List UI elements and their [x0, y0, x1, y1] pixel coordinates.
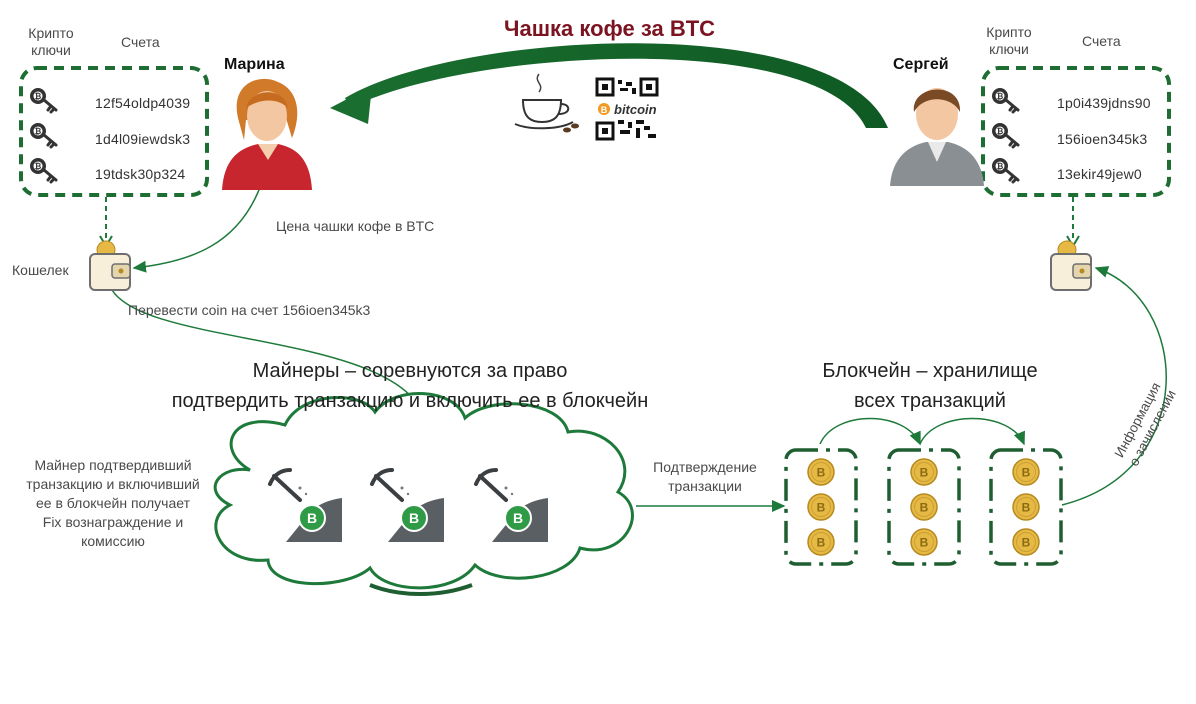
sergey-account-1: 1p0i439jdns90 — [1057, 95, 1151, 111]
miner-icon: B — [474, 468, 548, 542]
price-label: Цена чашки кофе в BTC — [276, 218, 435, 234]
svg-text:₿: ₿ — [35, 162, 42, 171]
marina-key-icon: ₿ — [30, 158, 58, 184]
blockchain-coin-letter: B — [817, 536, 826, 550]
svg-text:B: B — [601, 105, 608, 115]
blockchain-heading-line1: Блокчейн – хранилище — [822, 360, 1038, 382]
wallet-label: Кошелек — [12, 262, 69, 278]
blockchain-coin-icon: B — [807, 493, 835, 521]
svg-text:₿: ₿ — [35, 127, 42, 136]
payment-arrow — [330, 43, 888, 128]
sergey-accounts-box — [981, 66, 1171, 197]
svg-text:₿: ₿ — [997, 92, 1004, 101]
marina-accounts-header: Счета — [121, 34, 160, 50]
blockchain-coin-letter: B — [920, 536, 929, 550]
blockchain-coin-letter: B — [1022, 501, 1031, 515]
sergey-name: Сергей — [893, 56, 949, 73]
blockchain-coin-icon: B — [910, 528, 938, 556]
miners-heading: Майнеры – соревнуются за право подтверди… — [140, 356, 680, 416]
blockchain-coin-letter: B — [1022, 536, 1031, 550]
marina-account-1: 12f54oldp4039 — [95, 95, 191, 111]
coffee-cup-icon — [514, 73, 579, 133]
block-1 — [784, 448, 858, 566]
sergey-key-icon: ₿ — [992, 88, 1020, 114]
marina-accounts-box — [19, 66, 209, 197]
marina-name: Марина — [224, 56, 285, 73]
marina-account-2: 1d4l09iewdsk3 — [95, 131, 191, 147]
svg-text:₿: ₿ — [997, 162, 1004, 171]
sergey-wallet-icon — [1050, 240, 1092, 291]
miner-icon: B — [370, 468, 444, 542]
miner-coin-letter: B — [409, 510, 419, 526]
blockchain-coin-letter: B — [817, 501, 826, 515]
svg-text:₿: ₿ — [35, 92, 42, 101]
blockchain-coin-letter: B — [1022, 466, 1031, 480]
blockchain-coin-letter: B — [920, 501, 929, 515]
blockchain-coin-icon: B — [1012, 528, 1040, 556]
bitcoin-wordmark: bitcoin — [612, 102, 659, 117]
sergey-account-3: 13ekir49jew0 — [1057, 166, 1142, 182]
sergey-key-icon: ₿ — [992, 123, 1020, 149]
marina-avatar — [222, 78, 312, 190]
miner-coin-letter: B — [513, 510, 523, 526]
blockchain-coin-letter: B — [920, 466, 929, 480]
miner-reward-text: Майнер подтвердивший транзакцию и включи… — [26, 457, 200, 549]
marina-key-icon: ₿ — [30, 88, 58, 114]
blockchain-coin-icon: B — [807, 458, 835, 486]
marina-account-3: 19tdsk30p324 — [95, 166, 186, 182]
sergey-key-icons: ₿ ₿ ₿ — [992, 88, 1020, 184]
blockchain-coin-icon: B — [910, 458, 938, 486]
miner-icon: B — [268, 468, 342, 542]
blockchain-heading-line2: всех транзакций — [854, 390, 1006, 412]
miners-heading-line1: Майнеры – соревнуются за право — [252, 360, 568, 382]
sergey-key-icon: ₿ — [992, 158, 1020, 184]
marina-key-icons: ₿ ₿ ₿ — [30, 88, 58, 184]
blockchain-coin-icon: B — [807, 528, 835, 556]
sergey-keys-header: Крипто ключи — [986, 24, 1032, 57]
page-title: Чашка кофе за BTC — [504, 16, 716, 41]
miners-heading-line2: подтвердить транзакцию и включить ее в б… — [171, 390, 649, 412]
transfer-label: Перевести coin на счет 156ioen345k3 — [128, 302, 371, 318]
sergey-account-2: 156ioen345k3 — [1057, 131, 1148, 147]
block-2 — [887, 448, 961, 566]
blockchain-coin-letter: B — [817, 466, 826, 480]
block-3 — [989, 448, 1063, 566]
marina-wallet-icon — [89, 240, 131, 291]
marina-keys-header: Крипто ключи — [28, 25, 74, 58]
blockchain-coin-icon: B — [1012, 458, 1040, 486]
marina-key-icon: ₿ — [30, 123, 58, 149]
miners-cloud — [213, 392, 634, 596]
svg-text:₿: ₿ — [997, 127, 1004, 136]
blockchain-heading: Блокчейн – хранилище всех транзакций — [790, 356, 1070, 416]
blockchain-coin-icon: B — [910, 493, 938, 521]
sergey-accounts-header: Счета — [1082, 33, 1121, 49]
blockchain-coin-icon: B — [1012, 493, 1040, 521]
sergey-avatar — [890, 88, 984, 186]
miner-coin-letter: B — [307, 510, 317, 526]
confirm-label: Подтверждение транзакции — [653, 459, 757, 494]
